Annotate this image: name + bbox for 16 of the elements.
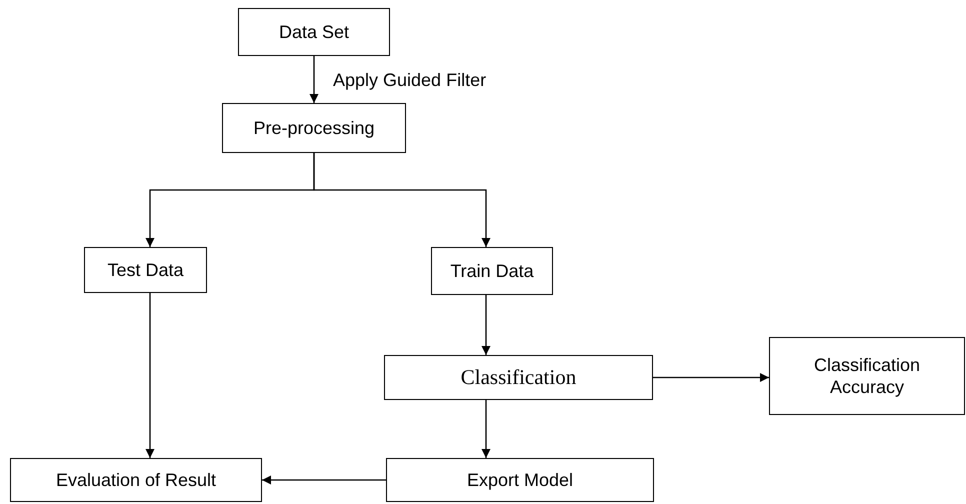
- process-box: Evaluation of Result: [10, 458, 262, 502]
- arrow: [313, 153, 490, 247]
- process-box: Export Model: [386, 458, 654, 502]
- arrow: [146, 293, 154, 458]
- process-box: Pre-processing: [222, 103, 406, 153]
- process-box: Test Data: [84, 247, 207, 293]
- arrow: [262, 476, 386, 484]
- arrow: [482, 400, 490, 458]
- arrow: [482, 295, 490, 355]
- process-box: Classification Accuracy: [769, 337, 965, 415]
- arrow: [310, 56, 318, 103]
- edge-label: Apply Guided Filter: [333, 70, 486, 91]
- process-box: Classification: [384, 355, 653, 400]
- process-box: Data Set: [238, 8, 390, 56]
- process-box: Train Data: [431, 247, 553, 295]
- arrow: [653, 373, 769, 382]
